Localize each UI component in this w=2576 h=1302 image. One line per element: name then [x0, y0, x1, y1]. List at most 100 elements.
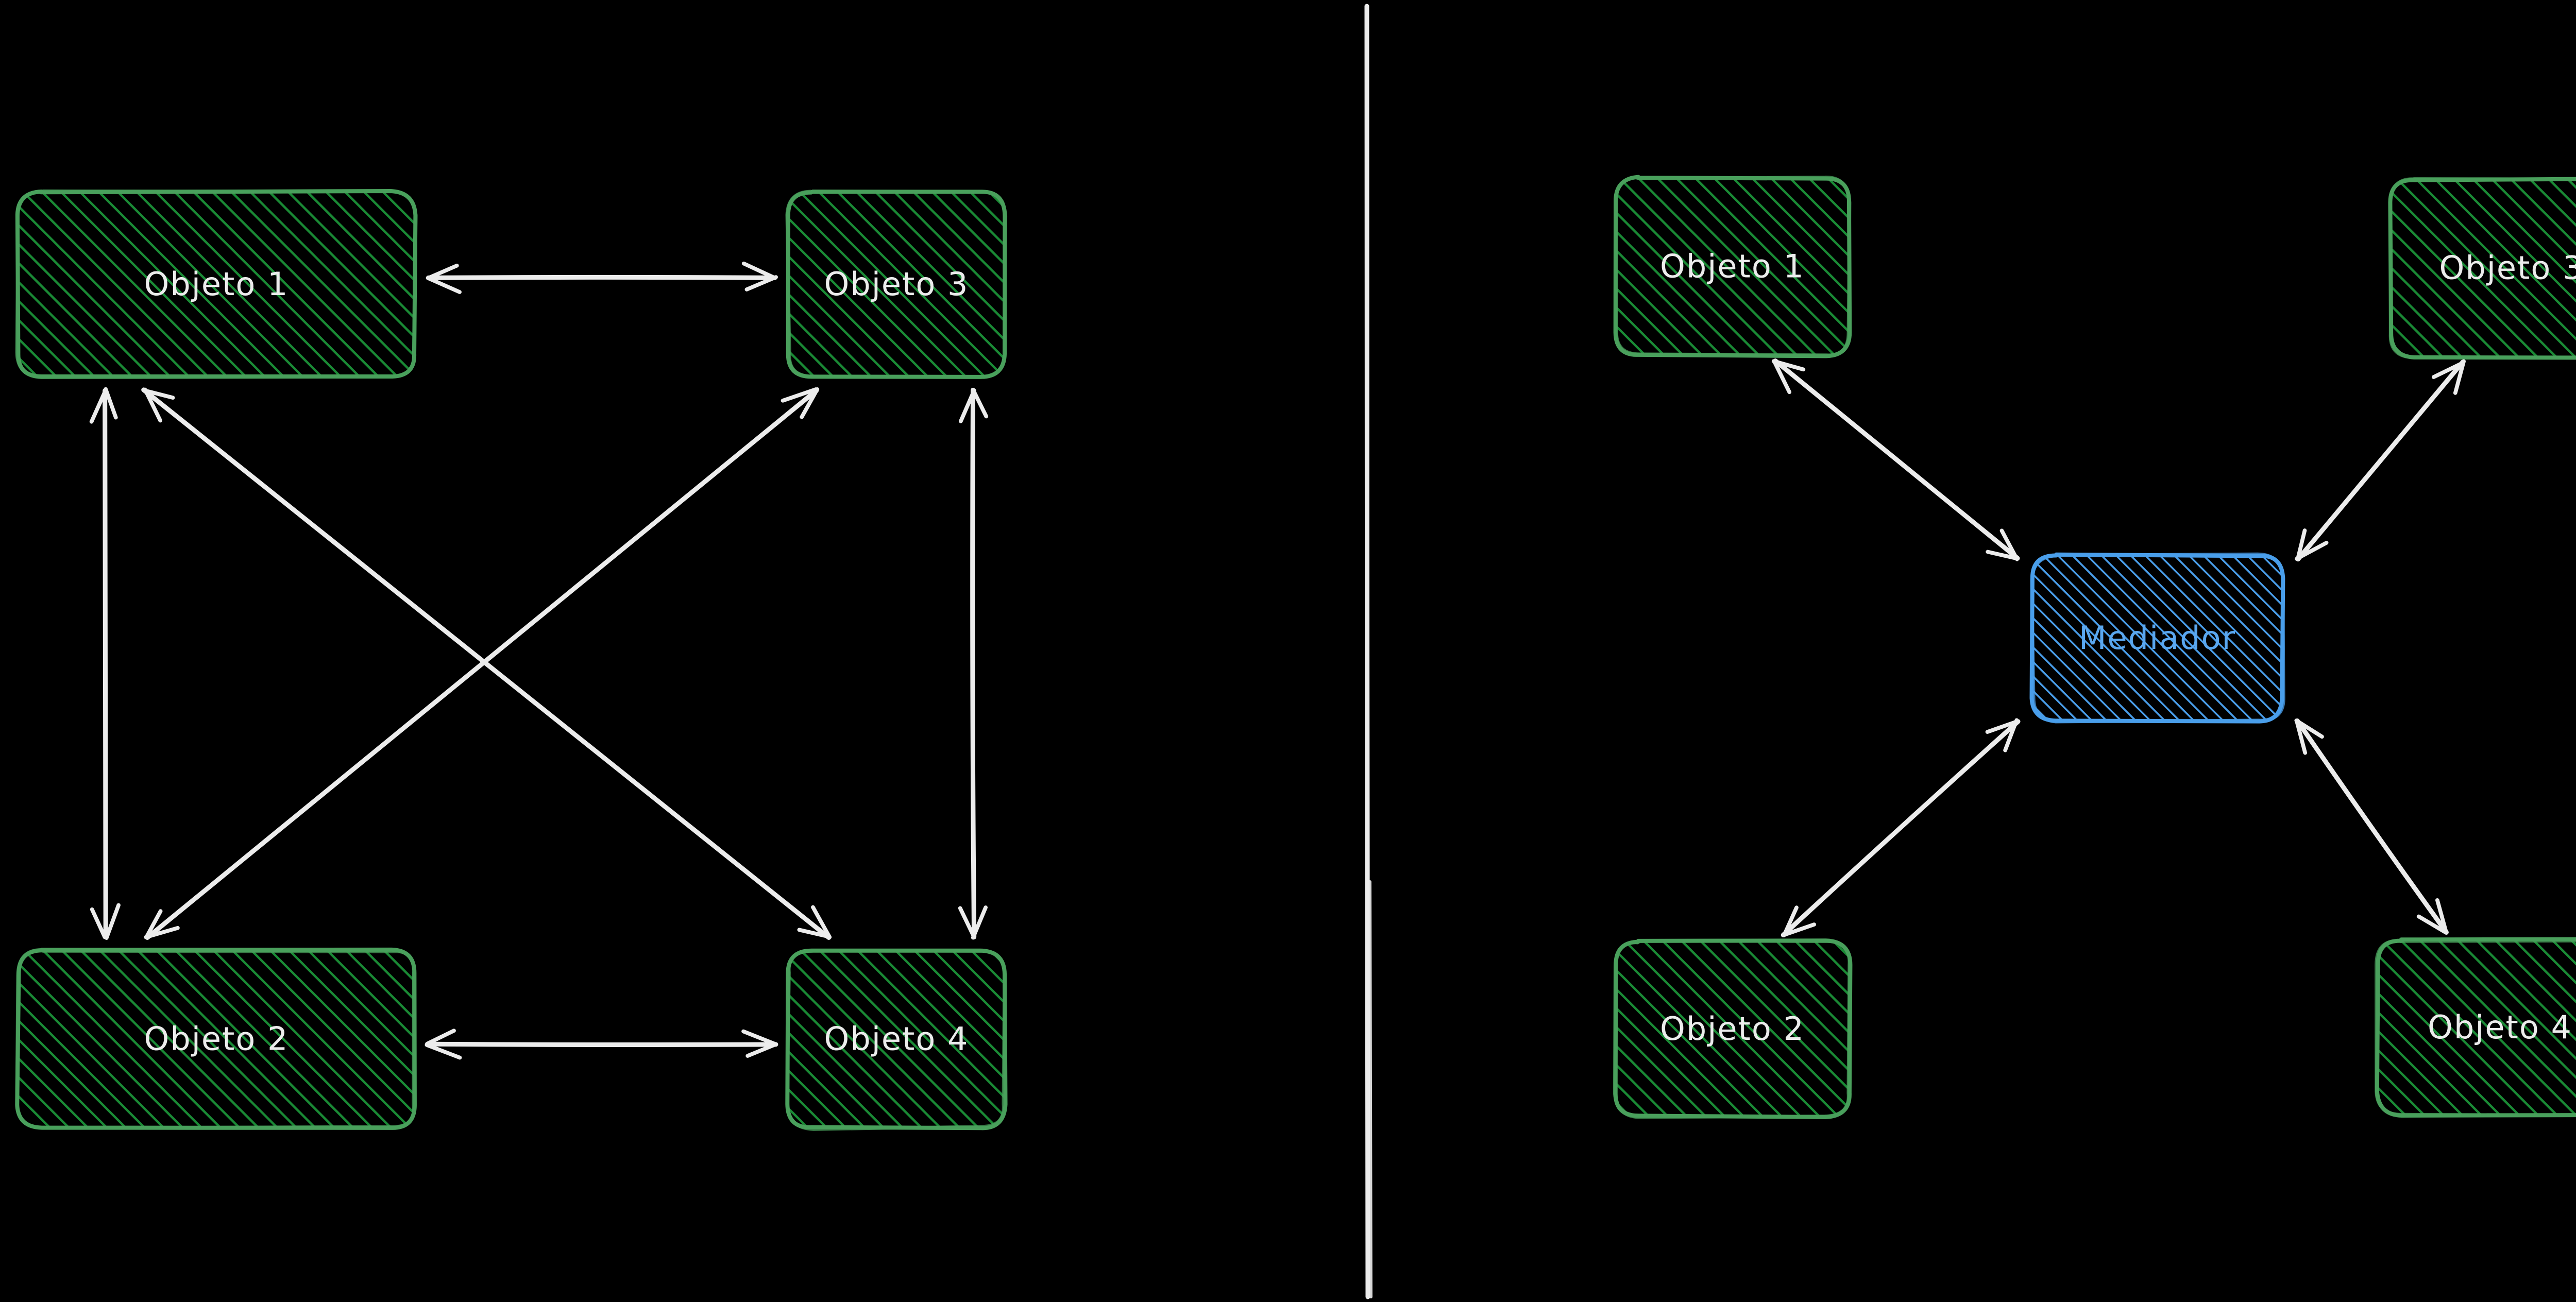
arrow-head-barb	[2296, 528, 2307, 561]
node-outline	[786, 949, 1006, 1131]
arrow-head-barb	[104, 387, 118, 420]
object-node-objeto-1-left[interactable]	[15, 189, 418, 380]
object-node-objeto-3-right[interactable]	[2388, 177, 2576, 360]
arrow-shaft	[103, 388, 108, 939]
arrow-head-barb	[800, 387, 820, 419]
node-hatch-fill	[18, 192, 415, 377]
arrow-shaft	[145, 388, 819, 940]
node-label: Objeto 4	[824, 1020, 969, 1058]
arrow-head-barb	[2294, 718, 2324, 739]
node-hatch-fill	[788, 192, 1005, 377]
connection-arrow[interactable]	[425, 1029, 778, 1060]
arrow-head-barb	[2295, 719, 2308, 755]
object-node-objeto-2-right[interactable]	[1613, 938, 1853, 1119]
arrow-head-barb	[1986, 550, 2020, 561]
arrow-shaft	[2296, 359, 2465, 562]
connection-arrow[interactable]	[426, 261, 778, 294]
arrow-head-barb	[2453, 359, 2466, 395]
arrow-shaft	[1781, 719, 2021, 937]
arrow-head-barb	[958, 906, 976, 939]
node-label: Objeto 2	[1660, 1010, 1805, 1048]
arrow-head-barb	[745, 1042, 777, 1058]
object-node-objeto-1-right[interactable]	[1613, 175, 1852, 358]
arrow-head-barb	[2416, 914, 2448, 935]
node-outline	[1613, 939, 1851, 1119]
node-outline	[2030, 552, 2285, 724]
divider-line-secondary	[1368, 880, 1372, 1298]
node-outline	[2375, 937, 2576, 1118]
node-hatch-fill	[18, 950, 415, 1128]
arrow-head-barb	[90, 907, 107, 939]
node-outline	[15, 189, 418, 380]
arrow-shaft	[970, 387, 977, 939]
arrow-head-barb	[1782, 922, 1817, 937]
node-label: Objeto 1	[1660, 248, 1805, 285]
connection-arrow[interactable]	[89, 387, 121, 940]
arrow-head-barb	[426, 263, 459, 280]
mediator-node-mediador-right[interactable]	[2029, 552, 2285, 724]
arrow-head-barb	[971, 387, 989, 419]
arrow-head-barb	[1985, 719, 2019, 734]
arrow-shaft	[2295, 718, 2449, 935]
arrow-shaft	[141, 387, 832, 940]
connection-arrow[interactable]	[144, 387, 820, 940]
node-outline	[2388, 177, 2576, 359]
node-hatch-fill	[2032, 555, 2282, 721]
arrow-head-barb	[426, 1029, 456, 1046]
object-node-objeto-4-left[interactable]	[785, 948, 1008, 1131]
node-outline	[1614, 175, 1852, 357]
arrow-head-barb	[2435, 898, 2449, 935]
arrow-head-barb	[2431, 361, 2465, 379]
node-outline	[15, 948, 416, 1130]
arrow-head-barb	[144, 909, 163, 939]
node-hatch-fill	[2378, 940, 2576, 1115]
connection-arrow[interactable]	[2294, 718, 2449, 935]
arrow-head-barb	[2003, 718, 2019, 752]
arrow-head-barb	[959, 388, 976, 423]
arrow-head-barb	[971, 905, 988, 940]
arrow-head-barb	[781, 387, 818, 403]
node-hatch-fill	[1615, 178, 1850, 355]
node-label: Mediador	[2079, 619, 2236, 657]
connection-arrow[interactable]	[141, 387, 832, 940]
node-outline	[785, 190, 1008, 379]
node-label: Objeto 3	[824, 265, 969, 303]
arrow-head-barb	[797, 928, 832, 939]
arrow-head-barb	[744, 275, 778, 292]
arrow-head-barb	[144, 926, 180, 939]
arrow-head-barb	[2295, 541, 2329, 561]
arrow-head-barb	[741, 261, 777, 280]
connection-arrow[interactable]	[958, 387, 989, 940]
arrow-head-barb	[89, 388, 108, 424]
node-outline	[2375, 939, 2576, 1117]
object-node-objeto-4-right[interactable]	[2375, 937, 2576, 1118]
node-hatch-fill	[2391, 179, 2576, 357]
node-label: Objeto 4	[2428, 1008, 2572, 1046]
arrow-head-barb	[1999, 528, 2019, 561]
arrow-shaft	[426, 275, 777, 280]
object-node-objeto-3-left[interactable]	[785, 190, 1008, 379]
node-label: Objeto 2	[144, 1020, 289, 1058]
arrow-shaft	[1773, 358, 2020, 561]
connection-arrow[interactable]	[1781, 718, 2021, 937]
arrow-head-barb	[1782, 905, 1799, 937]
connection-arrow[interactable]	[1771, 358, 2020, 561]
arrow-head-barb	[104, 903, 121, 940]
node-label: Objeto 1	[144, 265, 289, 303]
arrow-head-barb	[1771, 359, 1806, 372]
connection-arrow[interactable]	[2295, 359, 2466, 562]
arrow-head-barb	[811, 905, 832, 939]
arrow-head-barb	[142, 388, 175, 400]
object-node-objeto-2-left[interactable]	[15, 947, 417, 1130]
arrow-head-barb	[426, 276, 462, 294]
node-label: Objeto 3	[2439, 249, 2576, 287]
arrow-head-barb	[741, 1029, 777, 1046]
arrow-head-barb	[143, 387, 162, 423]
arrow-head-barb	[425, 1043, 462, 1060]
node-hatch-fill	[788, 950, 1005, 1128]
vertical-divider	[1364, 4, 1372, 1299]
node-hatch-fill	[1615, 941, 1850, 1117]
divider-line	[1364, 4, 1370, 1299]
